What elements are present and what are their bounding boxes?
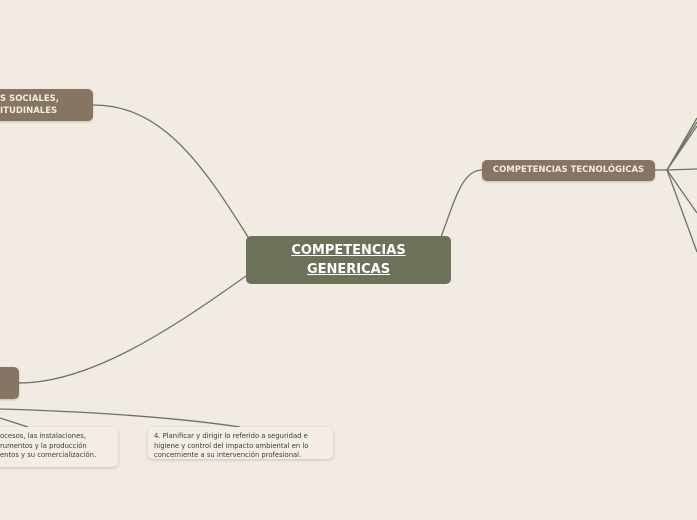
card-line: entos y su comercialización.	[0, 451, 97, 459]
link-tec-child5	[666, 169, 697, 214]
link-tec-child6	[666, 169, 697, 253]
link-center-left3	[18, 275, 247, 384]
topic-tec-label: COMPETENCIAS TECNOLÓGICAS	[492, 165, 645, 175]
central-topic[interactable]: COMPETENCIAS GENERICAS	[246, 236, 451, 284]
topic-social-line2: ITUDINALES	[0, 106, 58, 116]
subtopic-card-1[interactable]: ocesos, las instalaciones, rumentos y la…	[0, 427, 118, 467]
card-line: concerniente a su intervención profesion…	[154, 451, 302, 459]
link-center-social	[92, 104, 249, 238]
central-topic-line1: COMPETENCIAS	[291, 243, 406, 258]
link-center-tec	[440, 169, 483, 238]
topic-social-line1: S SOCIALES,	[0, 94, 59, 104]
link-left3-card2	[0, 408, 241, 428]
link-tec-child3	[666, 125, 697, 171]
link-tec-child4	[666, 168, 697, 171]
central-topic-line2: GENERICAS	[306, 262, 391, 277]
topic-competencias-tecnologicas[interactable]: COMPETENCIAS TECNOLÓGICAS	[482, 160, 655, 181]
card-line: 4. Planificar y dirigir lo referido a se…	[154, 432, 308, 440]
link-left3-card1	[0, 417, 29, 428]
card-line: ocesos, las instalaciones,	[0, 432, 86, 440]
subtopic-card-2[interactable]: 4. Planificar y dirigir lo referido a se…	[148, 427, 333, 459]
topic-left-bottom[interactable]	[0, 367, 19, 399]
card-line: rumentos y la producción	[0, 441, 87, 450]
topic-competencias-sociales[interactable]: S SOCIALES, ITUDINALES	[0, 89, 93, 121]
card-line: higiene y control del impacto ambiental …	[154, 441, 309, 450]
